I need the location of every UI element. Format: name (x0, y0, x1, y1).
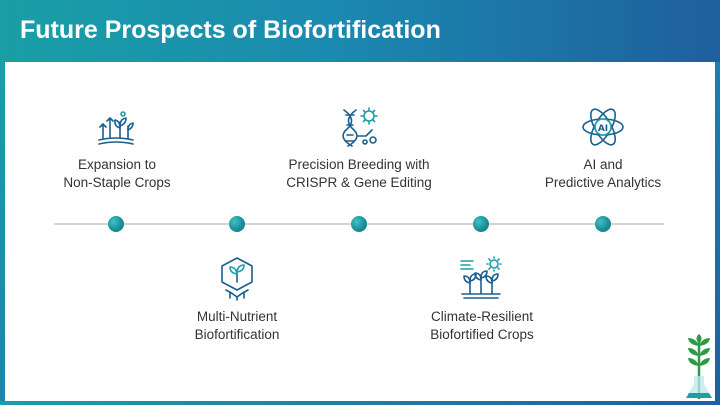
ai-atom-icon: AI (580, 104, 626, 150)
timeline-dot-2 (229, 216, 245, 232)
timeline-dot-4 (473, 216, 489, 232)
page-title: Future Prospects of Biofortification (20, 16, 441, 44)
plants-sun-icon (458, 255, 504, 301)
timeline-dot-3 (351, 216, 367, 232)
dna-gear-icon (336, 104, 382, 150)
wheat-flask-logo (680, 328, 718, 402)
svg-text:AI: AI (598, 124, 608, 134)
timeline-dot-1 (108, 216, 124, 232)
crop-expansion-icon (93, 104, 139, 150)
frame-left-border (0, 62, 5, 405)
timeline-dot-5 (595, 216, 611, 232)
header-bar: Future Prospects of Biofortification (0, 0, 720, 62)
frame-right-border (715, 62, 720, 405)
nutrient-plant-icon (214, 255, 260, 301)
frame-bottom-border (0, 401, 720, 405)
